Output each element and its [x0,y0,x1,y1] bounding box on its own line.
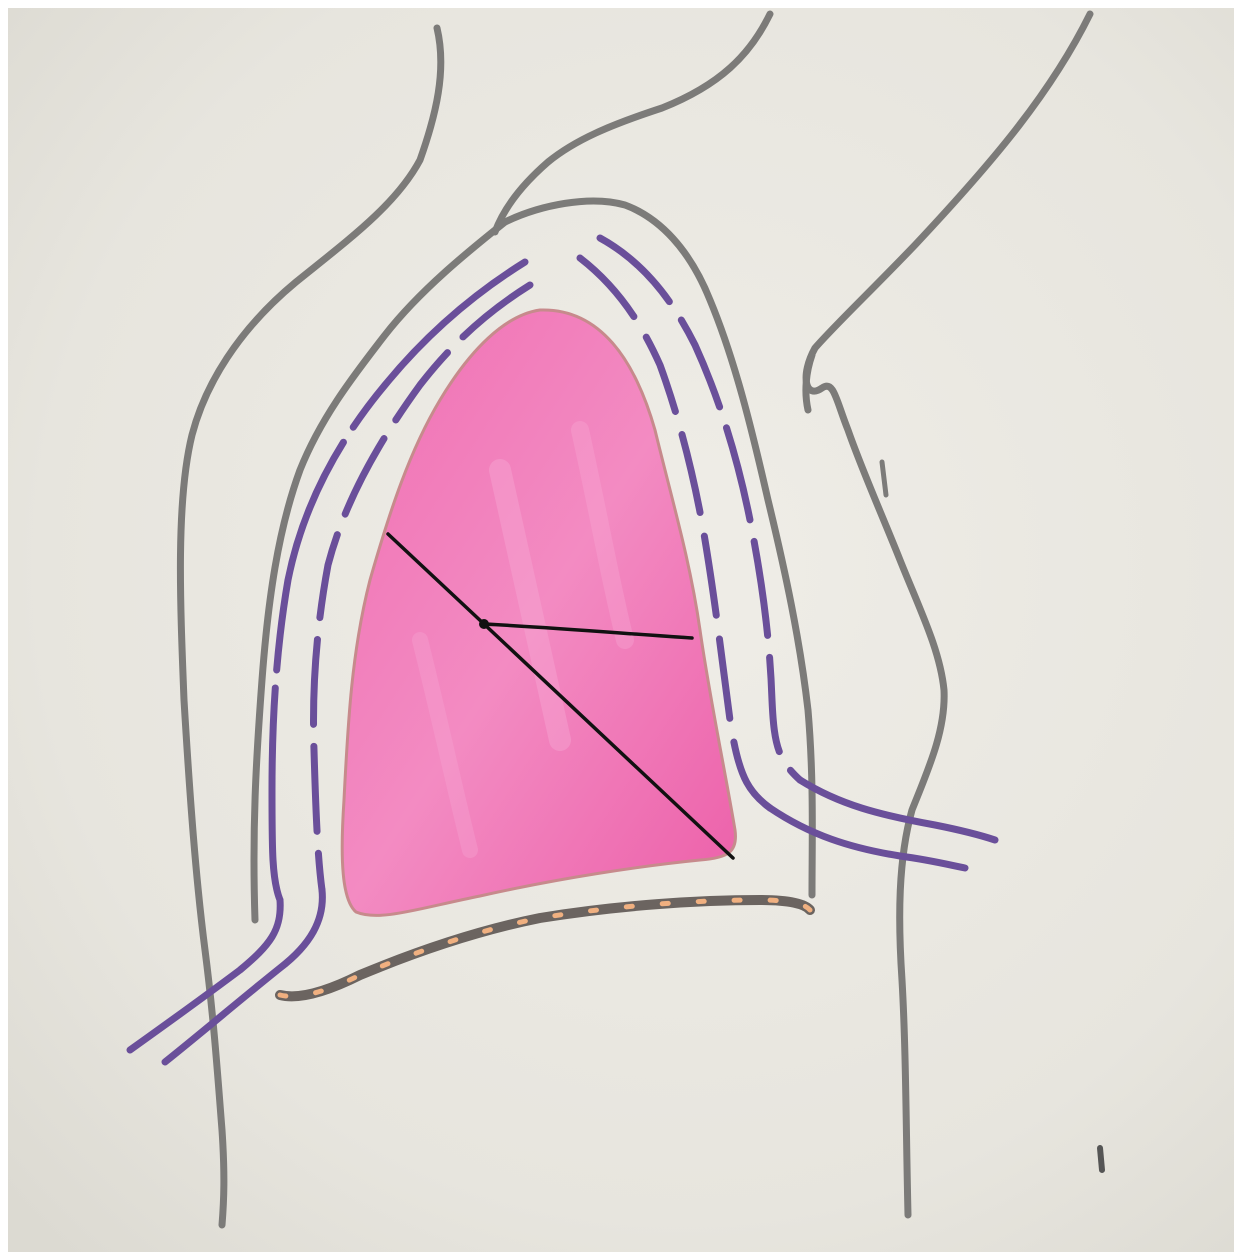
gray-mark-2 [1100,1148,1102,1170]
fissure-junction [479,619,489,629]
